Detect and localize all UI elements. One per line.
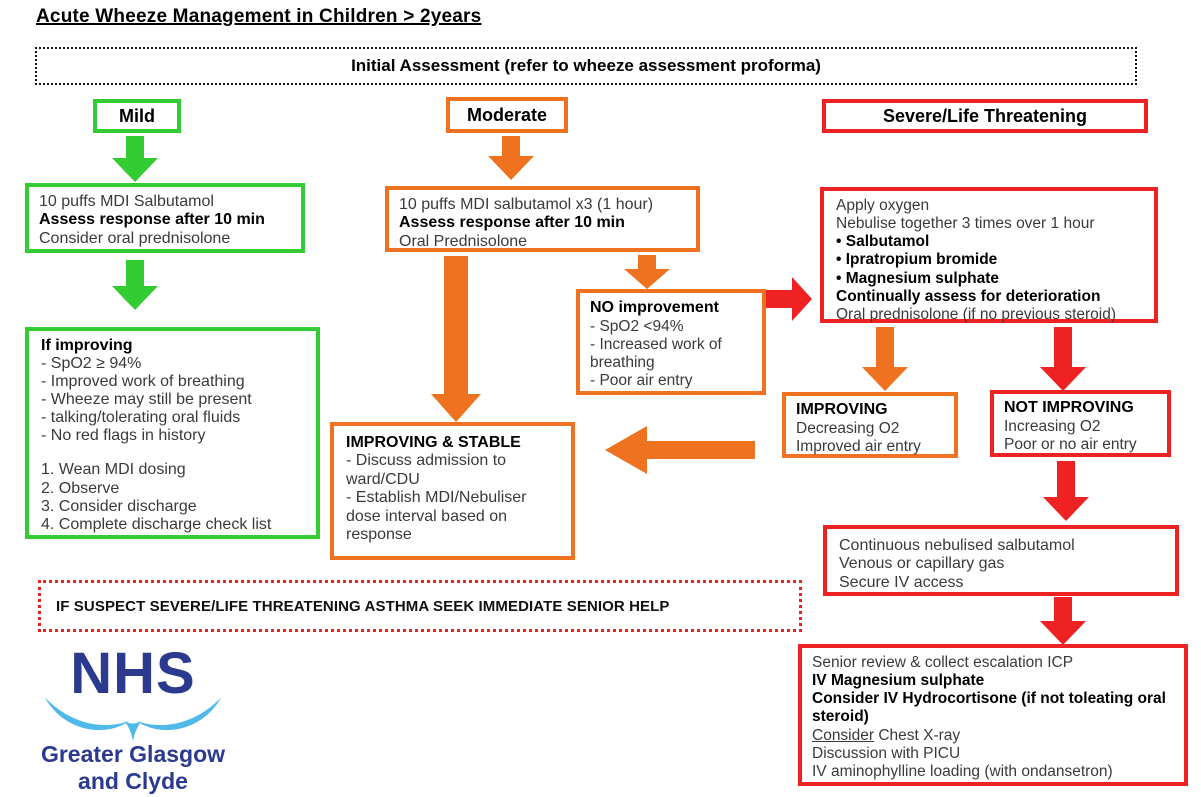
to-severe-right-arrow-icon bbox=[766, 277, 812, 321]
escalation1-box: Continuous nebulised salbutamol Venous o… bbox=[823, 525, 1179, 596]
seek-help-warning-box: IF SUSPECT SEVERE/LIFE THREATENING ASTHM… bbox=[38, 580, 802, 632]
page-title: Acute Wheeze Management in Children > 2y… bbox=[36, 6, 482, 27]
escalation2-line: Discussion with PICU bbox=[812, 744, 961, 762]
improving-line: Decreasing O2 bbox=[796, 419, 900, 437]
if-improving-criterion: - SpO2 ≥ 94% bbox=[41, 355, 142, 373]
not-improving-heading: NOT IMPROVING bbox=[1004, 399, 1134, 416]
initial-assessment-box: Initial Assessment (refer to wheeze asse… bbox=[35, 47, 1137, 85]
moderate-treatment-line: Oral Prednisolone bbox=[399, 232, 528, 250]
severe-treatment-line: Continually assess for deterioration bbox=[836, 287, 1101, 305]
escalation2-line: IV Magnesium sulphate bbox=[812, 672, 985, 690]
not-improving-box: NOT IMPROVING Increasing O2 Poor or no a… bbox=[990, 390, 1171, 457]
mild-label-box: Mild bbox=[93, 99, 181, 133]
if-improving-criterion: - No red flags in history bbox=[41, 427, 206, 445]
if-improving-criterion: - Improved work of breathing bbox=[41, 373, 245, 391]
nhs-org-line2: and Clyde bbox=[78, 767, 188, 794]
consider-rest: Chest X-ray bbox=[874, 726, 961, 744]
mild-down-arrow-icon bbox=[112, 136, 158, 182]
if-improving-step: 2. Observe bbox=[41, 479, 120, 497]
no-improvement-heading: NO improvement bbox=[590, 299, 719, 316]
to-escalation2-arrow-icon bbox=[1040, 597, 1086, 645]
moderate-down-arrow-icon bbox=[488, 136, 534, 180]
escalation2-line: Consider Chest X-ray bbox=[812, 727, 1174, 745]
severe-treatment-line: Oral prednisolone (if no previous steroi… bbox=[836, 305, 1116, 323]
moderate-treatment-line: 10 puffs MDI salbutamol x3 (1 hour) bbox=[399, 196, 654, 213]
if-improving-step: 1. Wean MDI dosing bbox=[41, 461, 186, 479]
severe-treatment-bullet: • Salbutamol bbox=[836, 233, 930, 251]
improving-line: Improved air entry bbox=[796, 437, 921, 455]
mild-treatment-line: 10 puffs MDI Salbutamol bbox=[39, 193, 214, 210]
if-improving-box: If improving - SpO2 ≥ 94% - Improved wor… bbox=[25, 327, 320, 539]
improving-stable-heading: IMPROVING & STABLE bbox=[346, 434, 521, 451]
severe-treatment-line: Nebulise together 3 times over 1 hour bbox=[836, 215, 1095, 233]
escalation2-line: Consider IV Hydrocortisone (if not tolea… bbox=[812, 690, 1166, 726]
improving-stable-line: - Establish MDI/Nebuliser dose interval … bbox=[346, 489, 527, 543]
nhs-ggc-logo: NHS Greater Glasgow and Clyde bbox=[28, 641, 238, 794]
nhs-logo-text: NHS bbox=[70, 641, 196, 706]
severe-label: Severe/Life Threatening bbox=[882, 105, 1088, 126]
mild-down-arrow2-icon bbox=[112, 260, 158, 310]
escalation1-line: Secure IV access bbox=[839, 573, 964, 591]
mild-treatment-box: 10 puffs MDI Salbutamol Assess response … bbox=[25, 183, 305, 253]
spacer bbox=[41, 445, 304, 461]
escalation1-line: Venous or capillary gas bbox=[839, 555, 1005, 573]
moderate-label: Moderate bbox=[466, 104, 547, 125]
escalation2-line: IV aminophylline loading (with ondansetr… bbox=[812, 762, 1113, 780]
severe-treatment-box: Apply oxygen Nebulise together 3 times o… bbox=[820, 187, 1158, 323]
nhs-org-line1: Greater Glasgow bbox=[40, 741, 226, 768]
initial-assessment-label: Initial Assessment (refer to wheeze asse… bbox=[351, 56, 821, 75]
improving-stable-line: - Discuss admission to ward/CDU bbox=[346, 452, 507, 488]
nhs-wave-icon bbox=[44, 697, 222, 742]
severe-treatment-bullet: • Magnesium sulphate bbox=[836, 269, 1000, 287]
moderate-long-down-arrow-icon bbox=[431, 256, 481, 422]
severe-label-box: Severe/Life Threatening bbox=[822, 99, 1148, 133]
no-improvement-line: - SpO2 <94% bbox=[590, 317, 684, 335]
severe-treatment-line: Apply oxygen bbox=[836, 197, 930, 214]
if-improving-criterion: - Wheeze may still be present bbox=[41, 391, 252, 409]
if-improving-heading: If improving bbox=[41, 337, 133, 354]
escalation2-box: Senior review & collect escalation ICP I… bbox=[798, 644, 1188, 786]
mild-treatment-line: Assess response after 10 min bbox=[39, 211, 265, 229]
if-improving-criterion: - talking/tolerating oral fluids bbox=[41, 409, 241, 427]
seek-help-warning-label: IF SUSPECT SEVERE/LIFE THREATENING ASTHM… bbox=[56, 597, 670, 615]
severe-treatment-bullet: • Ipratropium bromide bbox=[836, 251, 998, 269]
no-improvement-line: - Increased work of breathing bbox=[590, 335, 722, 371]
moderate-treatment-line: Assess response after 10 min bbox=[399, 214, 625, 232]
moderate-label-box: Moderate bbox=[446, 97, 568, 133]
escalation2-line: Senior review & collect escalation ICP bbox=[812, 654, 1074, 671]
improving-to-stable-left-arrow-icon bbox=[605, 426, 755, 474]
severe-improving-arrow-icon bbox=[862, 327, 908, 391]
if-improving-step: 3. Consider discharge bbox=[41, 497, 197, 515]
mild-treatment-line: Consider oral prednisolone bbox=[39, 229, 231, 247]
to-escalation1-arrow-icon bbox=[1043, 461, 1089, 521]
mild-label: Mild bbox=[119, 105, 155, 126]
consider-underlined: Consider bbox=[812, 726, 875, 744]
improving-stable-box: IMPROVING & STABLE - Discuss admission t… bbox=[330, 422, 575, 560]
moderate-treatment-box: 10 puffs MDI salbutamol x3 (1 hour) Asse… bbox=[385, 186, 700, 252]
severe-not-improving-arrow-icon bbox=[1040, 327, 1086, 391]
not-improving-line: Poor or no air entry bbox=[1004, 435, 1137, 453]
no-improvement-line: - Poor air entry bbox=[590, 372, 693, 390]
improving-heading: IMPROVING bbox=[796, 401, 888, 418]
if-improving-step: 4. Complete discharge check list bbox=[41, 515, 272, 533]
escalation1-line: Continuous nebulised salbutamol bbox=[839, 537, 1075, 554]
improving-box: IMPROVING Decreasing O2 Improved air ent… bbox=[782, 392, 958, 458]
not-improving-line: Increasing O2 bbox=[1004, 417, 1101, 435]
to-no-improvement-arrow-icon bbox=[624, 255, 670, 289]
no-improvement-box: NO improvement - SpO2 <94% - Increased w… bbox=[576, 289, 766, 395]
